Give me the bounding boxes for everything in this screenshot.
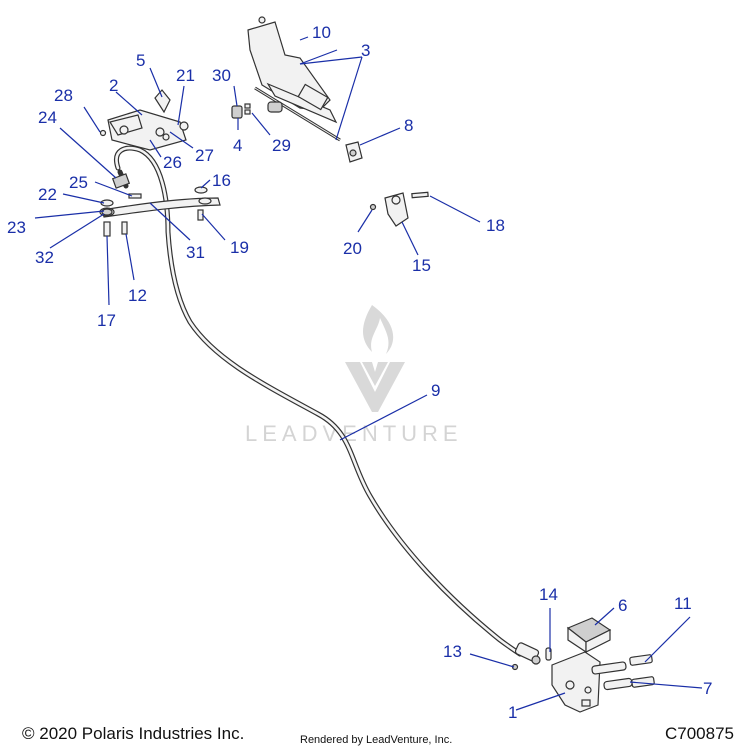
diagram-code: C700875	[664, 724, 734, 743]
lever-bracket	[99, 89, 189, 151]
cable-clamp	[566, 617, 612, 654]
callout-30: 30	[212, 66, 231, 85]
callout-29: 29	[272, 136, 291, 155]
callout-2: 2	[109, 76, 118, 95]
callout-5: 5	[136, 51, 145, 70]
callout-21: 21	[176, 66, 195, 85]
bolts	[591, 654, 655, 691]
callout-32: 32	[35, 248, 54, 267]
pivot-block	[369, 191, 429, 227]
callout-20: 20	[343, 239, 362, 258]
leadventure-watermark: LEADVENTURE	[245, 305, 458, 446]
callout-25: 25	[69, 173, 88, 192]
callout-16: 16	[212, 171, 231, 190]
callout-12: 12	[128, 286, 147, 305]
rendered-by-text: Rendered by LeadVenture, Inc.	[300, 734, 453, 746]
callout-19: 19	[230, 238, 249, 257]
clip-plate	[345, 141, 363, 163]
clip-and-pin	[231, 101, 283, 119]
cable-assembly	[111, 145, 523, 657]
callout-28: 28	[54, 86, 73, 105]
callout-24: 24	[38, 108, 57, 127]
callout-18: 18	[486, 216, 505, 235]
callout-11: 11	[674, 594, 692, 613]
callout-13: 13	[443, 642, 462, 661]
callout-9: 9	[431, 381, 440, 400]
cable-end-fitting	[514, 642, 541, 665]
callout-3: 3	[361, 41, 370, 60]
lower-bracket	[551, 651, 601, 713]
callout-22: 22	[38, 185, 57, 204]
callout-31: 31	[186, 243, 205, 262]
callout-23: 23	[7, 218, 26, 237]
leader-lines	[34, 36, 703, 711]
callout-15: 15	[412, 256, 431, 275]
callout-17: 17	[97, 311, 116, 330]
callout-10: 10	[312, 23, 331, 42]
callout-7: 7	[703, 679, 712, 698]
callout-14: 14	[539, 585, 558, 604]
callout-8: 8	[404, 116, 413, 135]
callout-6: 6	[618, 596, 627, 615]
upper-bracket	[247, 16, 341, 142]
callout-4: 4	[233, 136, 242, 155]
copyright-text: © 2020 Polaris Industries Inc.	[22, 724, 245, 743]
callout-27: 27	[195, 146, 214, 165]
small-hardware-left	[100, 186, 208, 237]
callout-1: 1	[508, 703, 517, 722]
callout-labels: 1 2 3 4 5 6 7 8 9 10 11 12 13 14 15 16 1…	[7, 23, 712, 722]
callout-26: 26	[163, 153, 182, 172]
